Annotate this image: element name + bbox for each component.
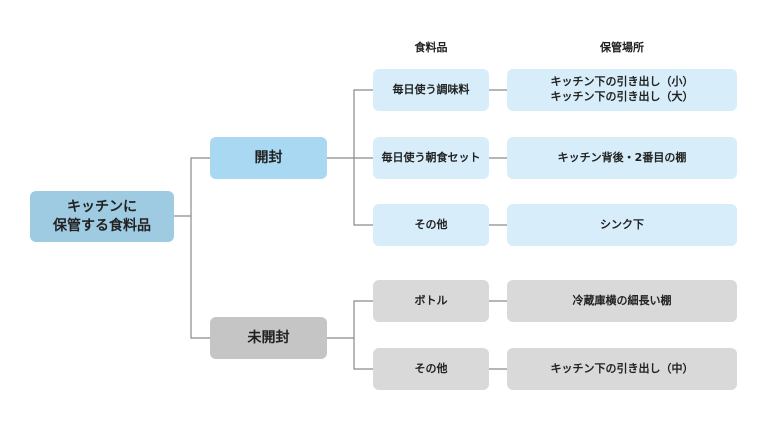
header-food: 食料品 [414, 41, 448, 54]
connector-unopened-branch [353, 300, 373, 370]
place-item-5: キッチン下の引き出し（中） [507, 348, 737, 390]
place-item-2: キッチン背後・2番目の棚 [507, 137, 737, 179]
food-item-2: 毎日使う朝食セット [373, 137, 489, 179]
food-item-1: 毎日使う調味料 [373, 69, 489, 111]
category-unopened: 未開封 [210, 317, 327, 359]
place-item-1: キッチン下の引き出し（小） キッチン下の引き出し（大） [507, 69, 737, 111]
category-opened: 開封 [210, 137, 327, 179]
place-item-1-line-2: キッチン下の引き出し（大） [550, 90, 694, 103]
food-item-4: ボトル [373, 280, 489, 322]
root-node: キッチンに 保管する食料品 [30, 191, 174, 242]
root-line-2: 保管する食料品 [53, 217, 151, 234]
place-item-1-line-1: キッチン下の引き出し（小） [550, 75, 694, 89]
root-line-1: キッチンに [67, 198, 137, 215]
place-item-3: シンク下 [507, 204, 737, 246]
food-item-3: その他 [373, 204, 489, 246]
connector-root-branch [190, 157, 210, 339]
header-place: 保管場所 [600, 41, 644, 54]
place-item-4: 冷蔵庫横の細長い棚 [507, 280, 737, 322]
food-item-5: その他 [373, 348, 489, 390]
